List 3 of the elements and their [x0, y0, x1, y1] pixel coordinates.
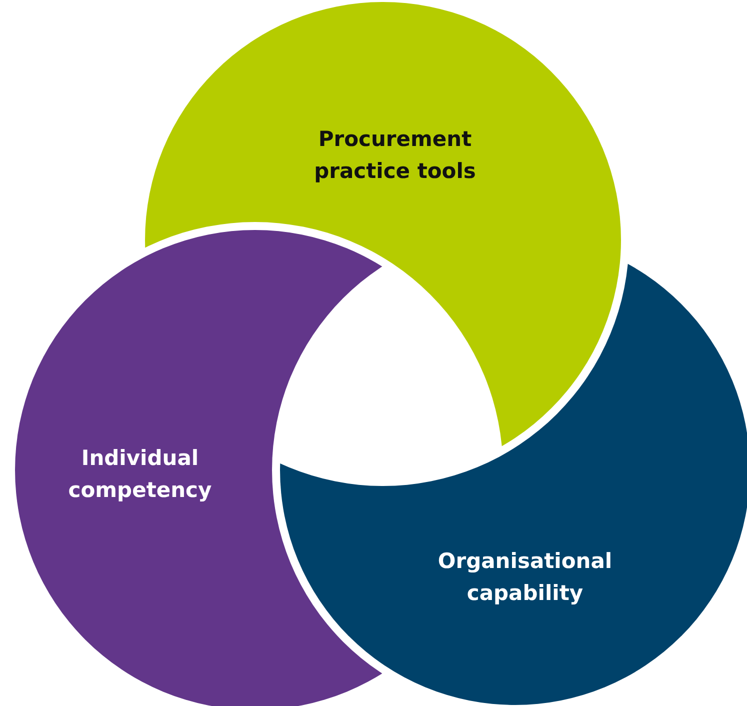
segment-label: Individual competency [67, 445, 213, 504]
segment-label: Organisational capability [436, 548, 614, 607]
segment-label: Procurement practice tools [313, 126, 477, 185]
